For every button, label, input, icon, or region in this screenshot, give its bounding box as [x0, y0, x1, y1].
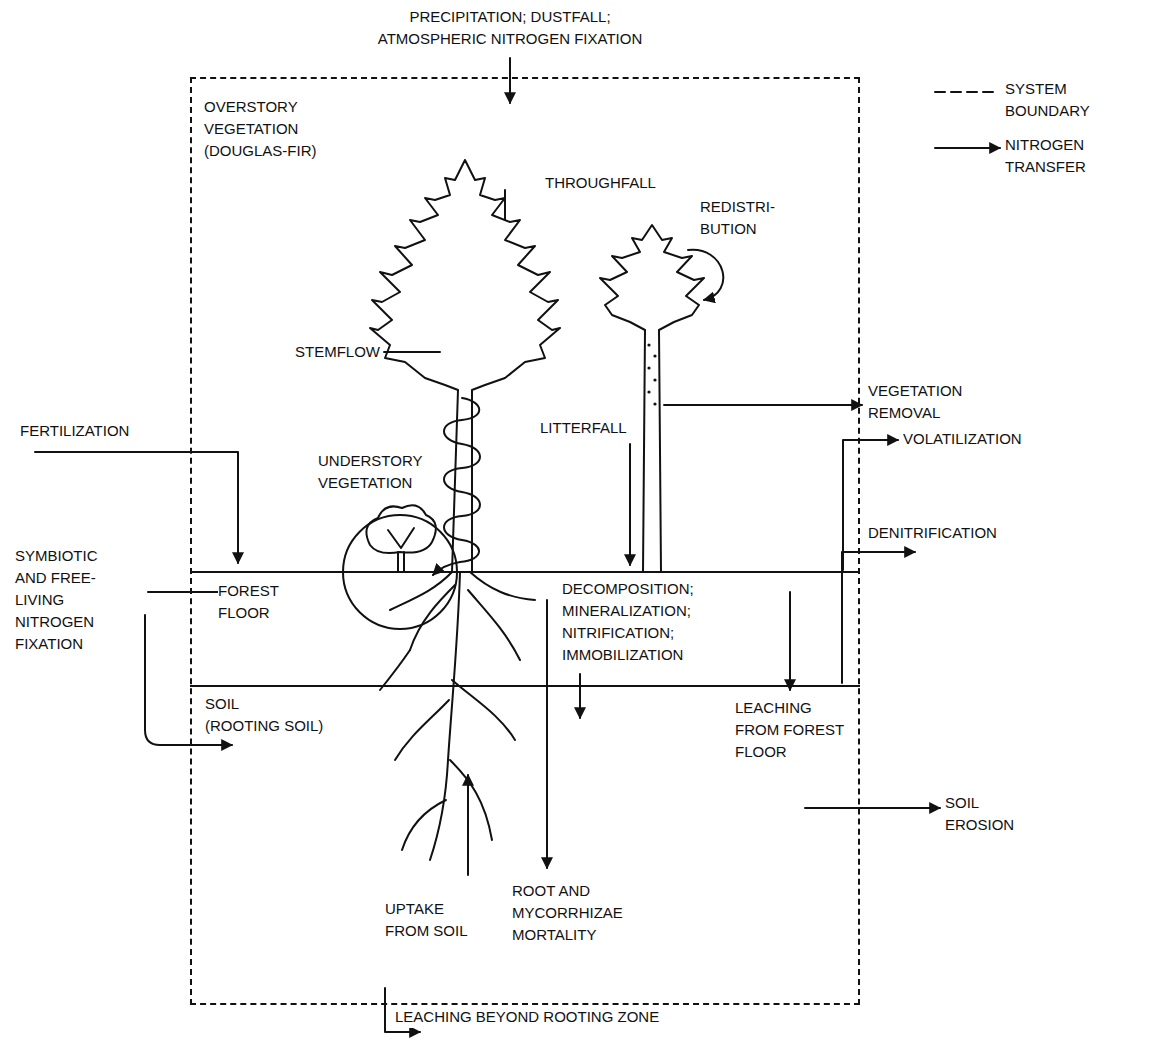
compartment-label: UNDERSTORY VEGETATION — [318, 450, 436, 494]
legend-text: NITROGEN TRANSFER — [1005, 134, 1105, 178]
soil-erosion-arrow — [805, 807, 940, 809]
flow-label: FERTILIZATION — [20, 420, 129, 442]
litterfall-arrow — [629, 444, 631, 565]
flow-label: VOLATILIZATION — [903, 428, 1022, 450]
compartment-label: OVERSTORY VEGETATION — [204, 96, 339, 140]
flow-label: DENITRIFICATION — [868, 522, 997, 544]
flow-label: LITTERFALL — [540, 417, 627, 439]
second-tree — [600, 225, 704, 572]
legend-text: SYSTEM BOUNDARY — [1005, 78, 1105, 122]
flow-label: PRECIPITATION; DUSTFALL; ATMOSPHERIC NIT… — [365, 6, 655, 50]
legend-transfer-sample — [935, 147, 1000, 149]
compartment-label: (ROOTING SOIL) — [205, 715, 323, 737]
flow-label: SOIL EROSION — [945, 792, 1030, 836]
volatilization-arrow — [843, 440, 898, 570]
flow-label: UPTAKE FROM SOIL — [385, 898, 480, 942]
douglas-fir-tree — [370, 160, 560, 572]
compartment-label: (DOUGLAS-FIR) — [204, 140, 317, 162]
compartment-label: SOIL — [205, 693, 239, 715]
flow-label: LEACHING BEYOND ROOTING ZONE — [395, 1006, 659, 1028]
root-system — [380, 572, 535, 860]
flow-label: SYMBIOTIC AND FREE- LIVING NITROGEN FIXA… — [15, 545, 120, 655]
vegetation-removal-arrow — [664, 404, 862, 406]
legend-boundary-sample — [935, 91, 995, 93]
forest-floor-band: FOREST FLOOR — [190, 571, 860, 685]
immobilization-arrow — [579, 674, 581, 718]
root-mortality-arrow — [546, 600, 548, 868]
flow-label: THROUGHFALL — [545, 172, 656, 194]
uptake-arrow — [467, 775, 469, 875]
flow-label: LEACHING FROM FOREST FLOOR — [735, 697, 853, 763]
leaching-arrow — [789, 592, 791, 690]
precipitation-arrow — [509, 58, 511, 103]
flow-label: DECOMPOSITION; MINERALIZATION; NITRIFICA… — [562, 578, 712, 666]
flow-label: REDISTRI- BUTION — [700, 196, 792, 240]
litterfall-dots — [647, 343, 656, 405]
redistribution-arrow — [688, 250, 723, 300]
stemflow-spiral — [433, 398, 480, 575]
flow-label: ROOT AND MYCORRHIZAE MORTALITY — [512, 880, 637, 946]
flow-label: VEGETATION REMOVAL — [868, 380, 980, 424]
flow-label: STEMFLOW — [295, 341, 380, 363]
stemflow-leader — [384, 351, 440, 353]
compartment-label: FOREST FLOOR — [218, 580, 298, 624]
